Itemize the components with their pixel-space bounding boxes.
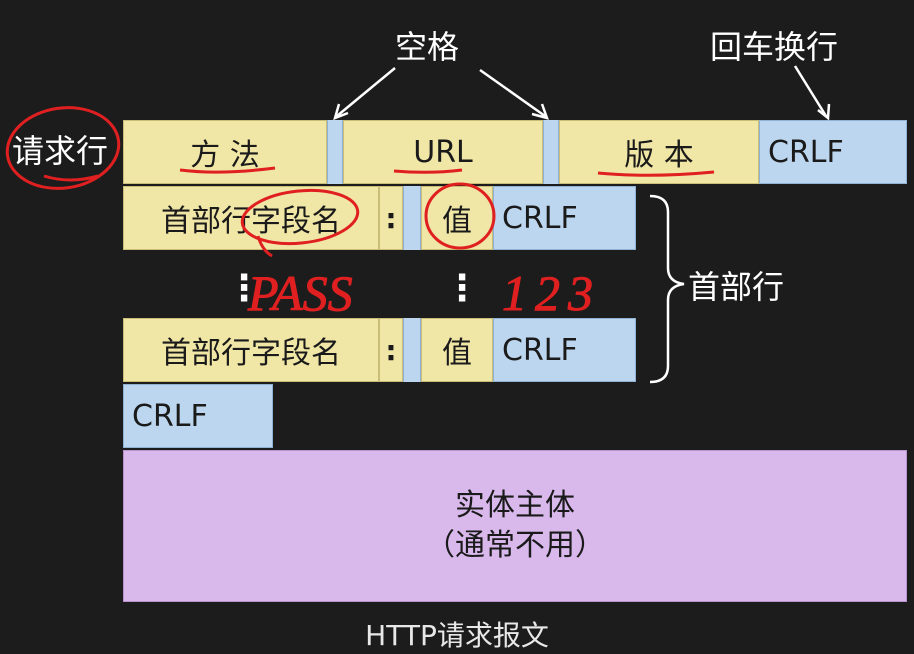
- blank-line-crlf-cell: CRLF: [123, 384, 273, 448]
- method-text: 方 法: [190, 138, 260, 173]
- request-crlf-text: CRLF: [768, 134, 844, 170]
- version-cell: 版 本: [559, 120, 759, 184]
- header-space-separator: [403, 186, 421, 250]
- header-value-cell: 值: [421, 318, 493, 382]
- entity-body-note: （通常不用）: [425, 528, 605, 563]
- header-value-cell: 值: [421, 186, 493, 250]
- header-crlf-cell: CRLF: [493, 318, 636, 382]
- header-colon-text: :: [385, 333, 397, 367]
- ellipsis-left: ⋮: [226, 268, 262, 309]
- diagram-caption: HTTP请求报文: [365, 619, 549, 652]
- space-label: 空格: [395, 28, 460, 66]
- header-field-cell: 首部行字段名: [123, 318, 379, 382]
- header-crlf-text: CRLF: [502, 332, 578, 368]
- header-field-cell: 首部行字段名: [123, 186, 379, 250]
- handwriting-123: 123: [502, 265, 601, 321]
- header-colon-cell: :: [379, 186, 403, 250]
- space-separator-1: [327, 120, 343, 184]
- header-colon-cell: :: [379, 318, 403, 382]
- header-value-text: 值: [442, 336, 472, 371]
- request-line-underline: [43, 174, 99, 182]
- header-colon-text: :: [385, 201, 397, 235]
- url-text: URL: [413, 134, 473, 170]
- header-field-text: 首部行字段名: [161, 336, 341, 371]
- header-space-separator: [403, 318, 421, 382]
- url-cell: URL: [343, 120, 543, 184]
- crlf-label: 回车换行: [710, 28, 839, 66]
- header-crlf-text: CRLF: [502, 200, 578, 236]
- crlf-arrow: [793, 65, 831, 121]
- ellipsis-right: ⋮: [444, 268, 480, 309]
- request-crlf-cell: CRLF: [759, 120, 907, 184]
- header-brace: [649, 194, 685, 384]
- version-text: 版 本: [624, 138, 694, 173]
- header-value-text: 值: [442, 204, 472, 239]
- entity-body-title: 实体主体: [455, 488, 575, 523]
- request-line-label: 请求行: [12, 132, 109, 170]
- handwriting-pass: PASS: [247, 265, 353, 321]
- space-arrow-right: [479, 68, 549, 120]
- header-field-text: 首部行字段名: [161, 204, 341, 239]
- blank-line-crlf-text: CRLF: [132, 398, 208, 434]
- space-separator-2: [543, 120, 559, 184]
- space-arrow-left: [333, 67, 396, 121]
- method-cell: 方 法: [123, 120, 327, 184]
- entity-body-cell: 实体主体 （通常不用）: [123, 450, 907, 602]
- header-lines-label: 首部行: [688, 268, 785, 306]
- header-crlf-cell: CRLF: [493, 186, 636, 250]
